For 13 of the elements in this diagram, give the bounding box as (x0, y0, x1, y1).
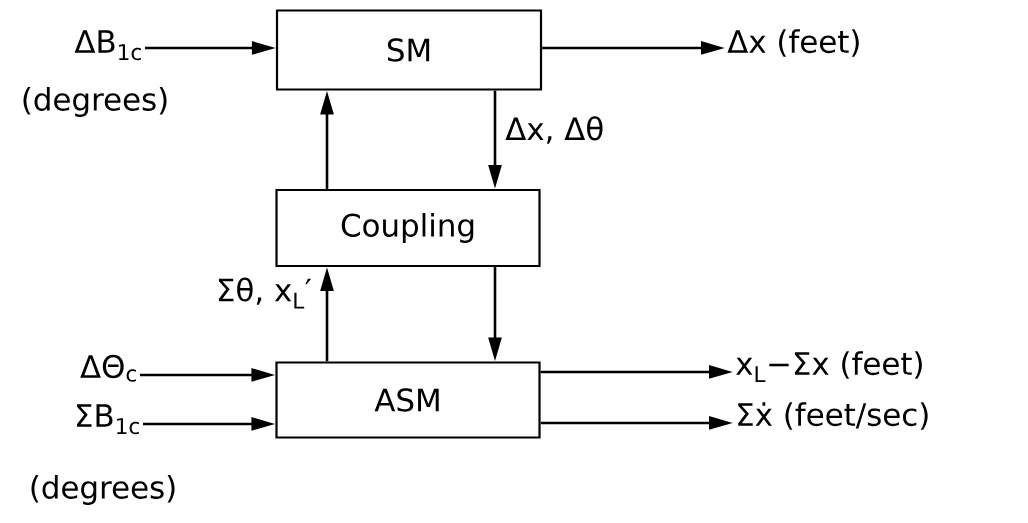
process-box: Coupling (275, 188, 541, 268)
input-label: ΔΘ$_{c}$ (80, 354, 136, 382)
unit-caption: (degrees) (23, 87, 167, 117)
output-label: Σẋ (feet/sec) (738, 402, 928, 430)
input-label: ΔB$_{1c}$ (74, 30, 141, 61)
process-box: SM (275, 9, 543, 91)
unit-caption: (degrees) (31, 475, 175, 505)
edge-label: Δx, Δθ (505, 116, 603, 144)
output-label: Δx (feet) (727, 29, 859, 57)
output-label: x$_{L}$−Σx (feet) (736, 351, 922, 382)
input-label: ΣB$_{1c}$ (77, 404, 139, 435)
process-box: ASM (275, 361, 541, 439)
edge-label: Σθ, x$_{L}$′ (218, 277, 312, 309)
